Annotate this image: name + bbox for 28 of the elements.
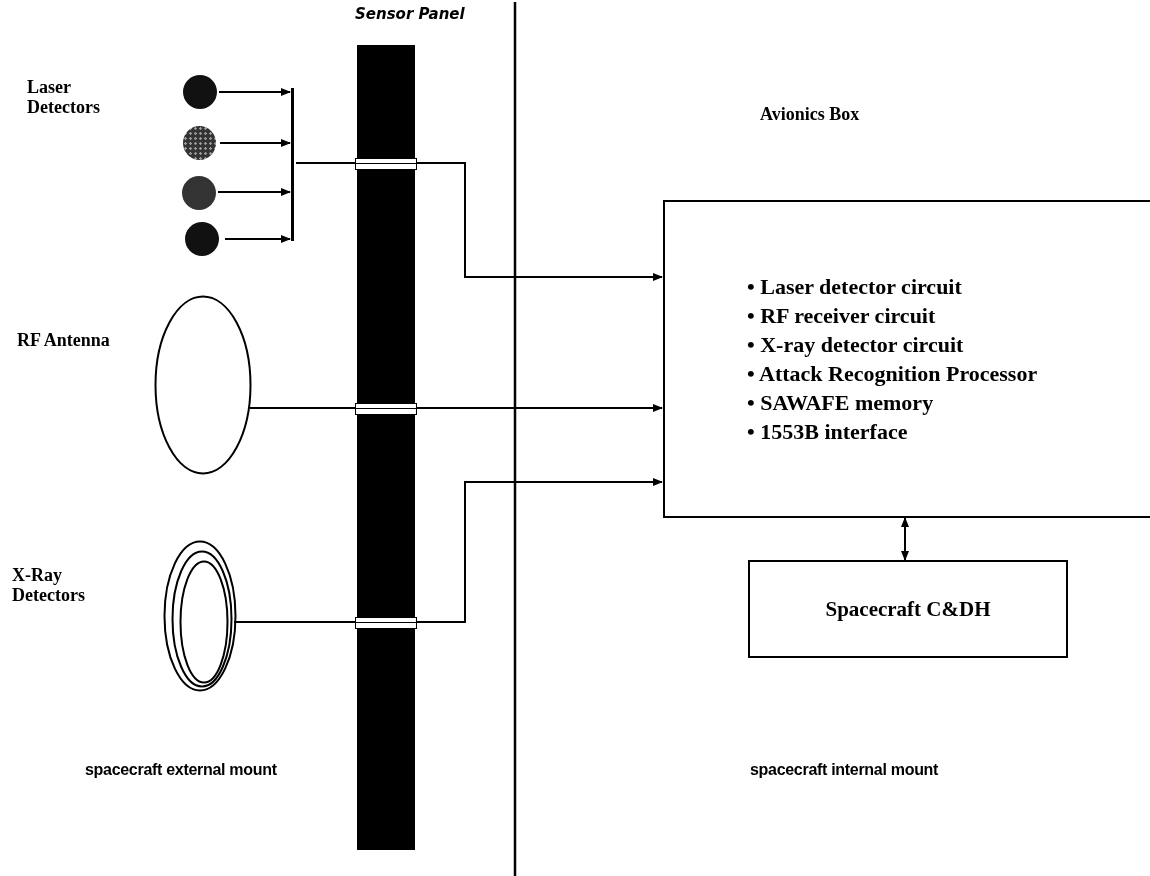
list-item: • SAWAFE memory <box>747 390 934 416</box>
part-label: RF Antenna <box>17 330 111 350</box>
bus-line <box>291 88 294 241</box>
list-item: • Laser detector circuit <box>747 274 962 300</box>
process-box <box>748 560 1068 658</box>
list-item: • Attack Recognition Processor <box>747 361 1038 387</box>
arrow <box>414 404 663 412</box>
arrow <box>219 139 291 147</box>
list-item: • X-ray detector circuit <box>747 332 964 358</box>
box-heading: Avionics Box <box>760 104 860 124</box>
arrow <box>901 517 909 561</box>
arrow <box>414 162 663 281</box>
arrow <box>217 188 291 196</box>
region-label: spacecraft internal mount <box>750 760 940 780</box>
detector-circle <box>183 75 217 109</box>
detector-circle <box>182 176 216 210</box>
part-label: X-Ray Detectors <box>12 565 86 605</box>
list-item: • 1553B interface <box>747 419 908 445</box>
arrow <box>224 235 291 243</box>
box-label: Spacecraft C&DH <box>825 599 991 619</box>
region-label: spacecraft external mount <box>85 760 278 780</box>
detector-circle <box>185 222 219 256</box>
arrow <box>414 478 663 623</box>
part-label: Laser Detectors <box>27 77 101 117</box>
detector-circle <box>183 126 216 160</box>
panel-title: Sensor Panel <box>355 4 465 24</box>
list-item: • RF receiver circuit <box>747 303 936 329</box>
arrow <box>218 88 291 96</box>
